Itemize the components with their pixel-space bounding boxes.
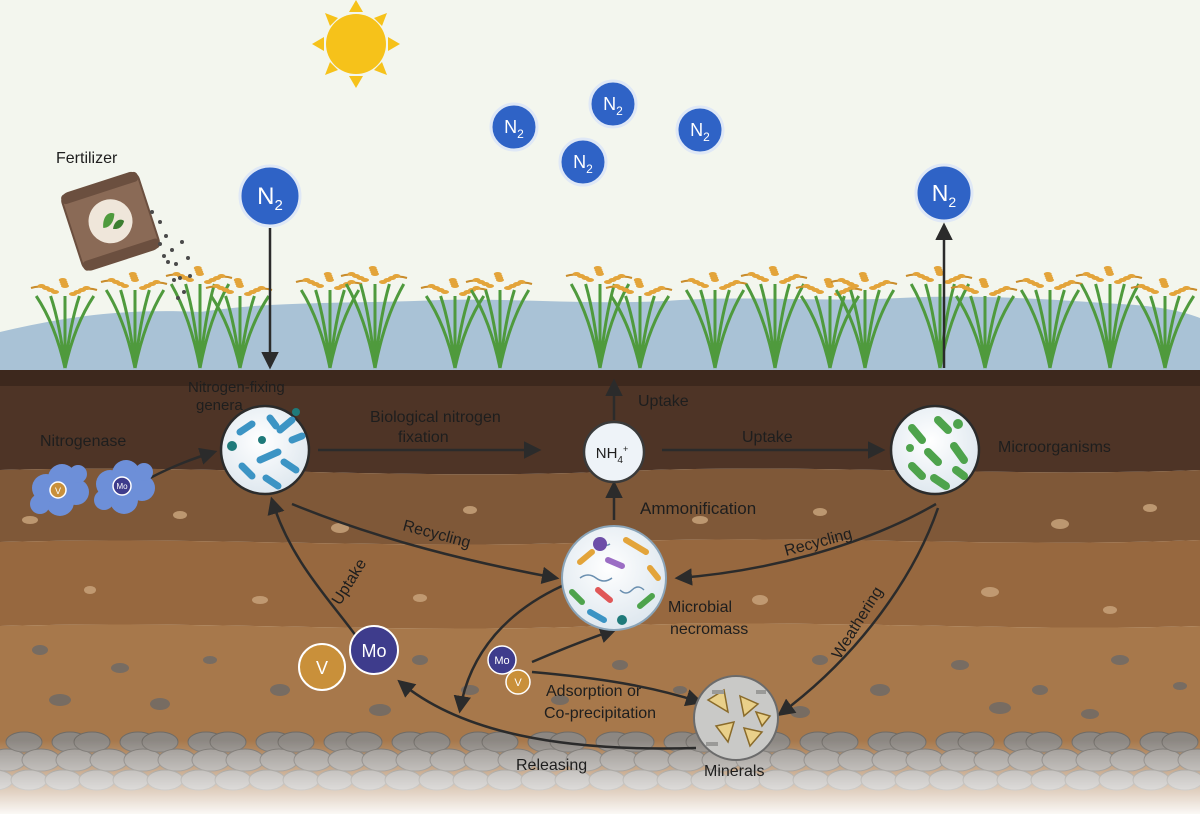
rice-plant-icon bbox=[1075, 266, 1143, 369]
nitrogenase-cluster-mo: Mo bbox=[94, 460, 155, 514]
rice-plant-icon bbox=[100, 272, 168, 369]
molybdenum-atom-small: Mo bbox=[487, 645, 517, 675]
rice-plant-icon bbox=[830, 272, 898, 369]
rice-plant-icon bbox=[30, 278, 98, 369]
rice-plant-icon bbox=[465, 272, 533, 369]
rice-plant-icon bbox=[1015, 272, 1083, 369]
rice-plant-icon bbox=[295, 272, 363, 369]
soil-pebbles bbox=[22, 504, 1187, 719]
necromass-down-arrow bbox=[453, 584, 563, 714]
svg-text:N2: N2 bbox=[257, 183, 283, 214]
microorganisms-label: Microorganisms bbox=[998, 439, 1111, 456]
adsorption-label-2: Co-precipitation bbox=[544, 705, 656, 722]
rice-plant-icon bbox=[1130, 278, 1198, 369]
svg-text:Mo: Mo bbox=[116, 482, 128, 491]
necromass-label-2: necromass bbox=[670, 621, 748, 638]
nitrogen-fixing-label-2: genera bbox=[196, 397, 243, 414]
ammonium-node: NH4+ bbox=[582, 420, 646, 484]
svg-text:V: V bbox=[316, 658, 328, 678]
minerals-cell bbox=[693, 675, 779, 761]
n2-molecule: N2 bbox=[238, 164, 302, 228]
svg-text:N2: N2 bbox=[504, 117, 524, 141]
releasing-arrow bbox=[397, 679, 697, 750]
ammonification-label: Ammonification bbox=[640, 499, 756, 518]
nitrogenase-arrow bbox=[149, 447, 218, 480]
nitrogen-fixing-cell bbox=[219, 404, 311, 496]
n2-molecule: N2 bbox=[914, 163, 974, 223]
nitrogen-fixing-label-1: Nitrogen-fixing bbox=[188, 379, 285, 396]
bnf-label-2: fixation bbox=[398, 429, 449, 446]
svg-text:V: V bbox=[514, 677, 522, 689]
rice-plant-icon bbox=[905, 266, 973, 369]
microorganisms-cell bbox=[889, 404, 981, 496]
svg-text:N2: N2 bbox=[603, 94, 623, 118]
svg-text:N2: N2 bbox=[573, 152, 593, 176]
n2-molecule: N2 bbox=[489, 102, 539, 152]
mo-uptake-arrow bbox=[267, 496, 358, 637]
svg-text:V: V bbox=[55, 486, 61, 496]
n2-molecule: N2 bbox=[588, 79, 638, 129]
bottom-fade bbox=[0, 740, 1200, 814]
soil-surface bbox=[0, 370, 1200, 388]
rice-plant-icon bbox=[205, 278, 273, 369]
recycling-right-arrow bbox=[674, 502, 937, 586]
rice-plant-icon bbox=[165, 266, 233, 369]
minerals-label: Minerals bbox=[704, 763, 764, 780]
svg-text:Mo: Mo bbox=[361, 641, 386, 661]
adsorb-to-necromass-arrow bbox=[531, 626, 618, 664]
rice-plant-icon bbox=[605, 278, 673, 369]
svg-text:NH4+: NH4+ bbox=[596, 444, 629, 466]
nitrogenase-label: Nitrogenase bbox=[40, 433, 126, 450]
svg-text:Mo: Mo bbox=[494, 655, 509, 667]
rice-plant-icon bbox=[740, 266, 808, 369]
n2-molecule: N2 bbox=[558, 137, 608, 187]
soil-layer-2 bbox=[0, 468, 1200, 545]
rice-plant-icon bbox=[340, 266, 408, 369]
fertilizer-label: Fertilizer bbox=[56, 150, 118, 167]
recycling-left-arrow bbox=[291, 502, 560, 585]
n2-molecule: N2 bbox=[675, 105, 725, 155]
microbial-necromass-cell bbox=[561, 525, 667, 631]
adsorption-label-1: Adsorption or bbox=[546, 683, 642, 700]
rice-plant-icon bbox=[420, 278, 488, 369]
adsorb-to-mineral-arrow bbox=[531, 670, 704, 707]
sun-icon bbox=[312, 0, 400, 88]
uptake-top-label: Uptake bbox=[638, 393, 689, 410]
fertilizer-bag-icon bbox=[61, 171, 192, 300]
vanadium-atom: V bbox=[298, 643, 346, 691]
rice-plants bbox=[30, 266, 1198, 369]
rice-plant-icon bbox=[680, 272, 748, 369]
releasing-label: Releasing bbox=[516, 757, 587, 774]
uptake-right-label: Uptake bbox=[742, 429, 793, 446]
vanadium-atom-small: V bbox=[505, 669, 531, 695]
rice-plant-icon bbox=[950, 278, 1018, 369]
svg-text:N2: N2 bbox=[932, 180, 957, 210]
svg-text:N2: N2 bbox=[690, 120, 710, 144]
flow-arrows bbox=[149, 222, 953, 750]
bnf-label-1: Biological nitrogen bbox=[370, 409, 501, 426]
necromass-label-1: Microbial bbox=[668, 599, 732, 616]
weathering-arrow bbox=[777, 507, 940, 717]
nitrogenase-cluster-v: V bbox=[30, 464, 89, 516]
molybdenum-atom: Mo bbox=[349, 625, 399, 675]
